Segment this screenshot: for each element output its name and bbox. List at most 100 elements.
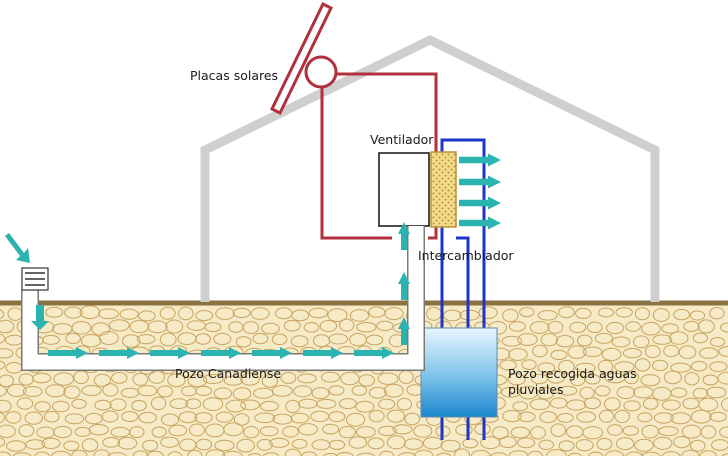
stone [689, 310, 706, 321]
stone [0, 309, 5, 320]
stone [71, 398, 87, 409]
stone [298, 423, 318, 436]
canadian-well-duct-inner [22, 226, 424, 370]
stone [102, 437, 121, 448]
stone [138, 411, 157, 424]
stone [247, 453, 262, 456]
stone [521, 359, 537, 371]
stone [261, 374, 279, 388]
stone [474, 423, 491, 436]
stone [167, 451, 183, 456]
stone [575, 362, 596, 374]
arrow-down-right-icon [2, 233, 30, 263]
stone [684, 372, 700, 386]
stone [311, 387, 330, 400]
stone [634, 307, 650, 321]
stone [311, 439, 331, 451]
stone [102, 383, 119, 397]
stone [24, 411, 43, 425]
stone [71, 449, 88, 456]
stone [681, 449, 700, 456]
stone [271, 385, 293, 397]
stone [0, 451, 12, 456]
stone [254, 412, 276, 424]
stone [136, 334, 156, 345]
stone [291, 309, 310, 322]
stone [510, 426, 530, 439]
stone [165, 319, 184, 334]
stone [532, 344, 548, 358]
stone [81, 385, 102, 396]
stone [604, 450, 625, 456]
stone [530, 426, 546, 440]
stone [413, 424, 433, 438]
stone [138, 310, 156, 322]
stone [710, 337, 725, 347]
stone [122, 334, 141, 348]
stone [658, 426, 679, 437]
stone [328, 411, 346, 423]
arrow-right-icon [99, 347, 139, 359]
stone [673, 436, 691, 449]
stone [502, 308, 519, 323]
stone [328, 439, 346, 450]
stone [615, 437, 635, 451]
stone [698, 397, 719, 412]
stone [720, 322, 728, 333]
stone [355, 426, 376, 439]
arrow-up-icon [398, 272, 410, 300]
stone [150, 396, 167, 411]
stone [45, 384, 66, 398]
house-outline [200, 34, 660, 302]
stone [111, 372, 128, 384]
stone [204, 322, 222, 333]
stone [290, 335, 309, 348]
stone [243, 426, 260, 439]
stone [721, 397, 728, 412]
stone [271, 333, 288, 346]
stone [507, 373, 526, 386]
stone [653, 436, 673, 450]
stone [80, 334, 102, 348]
stone [622, 425, 639, 436]
stone [0, 437, 6, 448]
arrow-right-icon [459, 216, 501, 230]
stone [501, 335, 523, 347]
arrow-down-icon [31, 305, 49, 330]
stone [622, 347, 642, 359]
stone [132, 372, 149, 386]
stone [336, 452, 354, 456]
stone [284, 448, 302, 456]
stone [670, 362, 691, 373]
stone [517, 333, 538, 346]
stone [594, 332, 614, 344]
stone [346, 412, 366, 427]
stone [283, 319, 301, 332]
stone [322, 423, 340, 435]
stone [652, 308, 670, 322]
stone [692, 387, 709, 399]
stone [396, 397, 413, 411]
stone [142, 439, 159, 452]
stone [348, 436, 368, 449]
stone [117, 436, 138, 450]
stone [187, 374, 208, 388]
stone [320, 371, 340, 383]
stone [43, 410, 60, 423]
stone [383, 383, 404, 398]
stone [670, 387, 688, 398]
stone [53, 425, 73, 439]
stone [221, 450, 243, 456]
stone [240, 373, 260, 386]
stone [195, 438, 213, 451]
stone [213, 332, 232, 346]
stone [575, 307, 592, 319]
stone [547, 320, 564, 334]
fan-unit [378, 152, 430, 227]
stone [637, 412, 653, 423]
stone [596, 437, 613, 451]
stone [709, 411, 727, 422]
stone [159, 306, 176, 320]
stone [663, 344, 680, 358]
stone [240, 399, 261, 411]
